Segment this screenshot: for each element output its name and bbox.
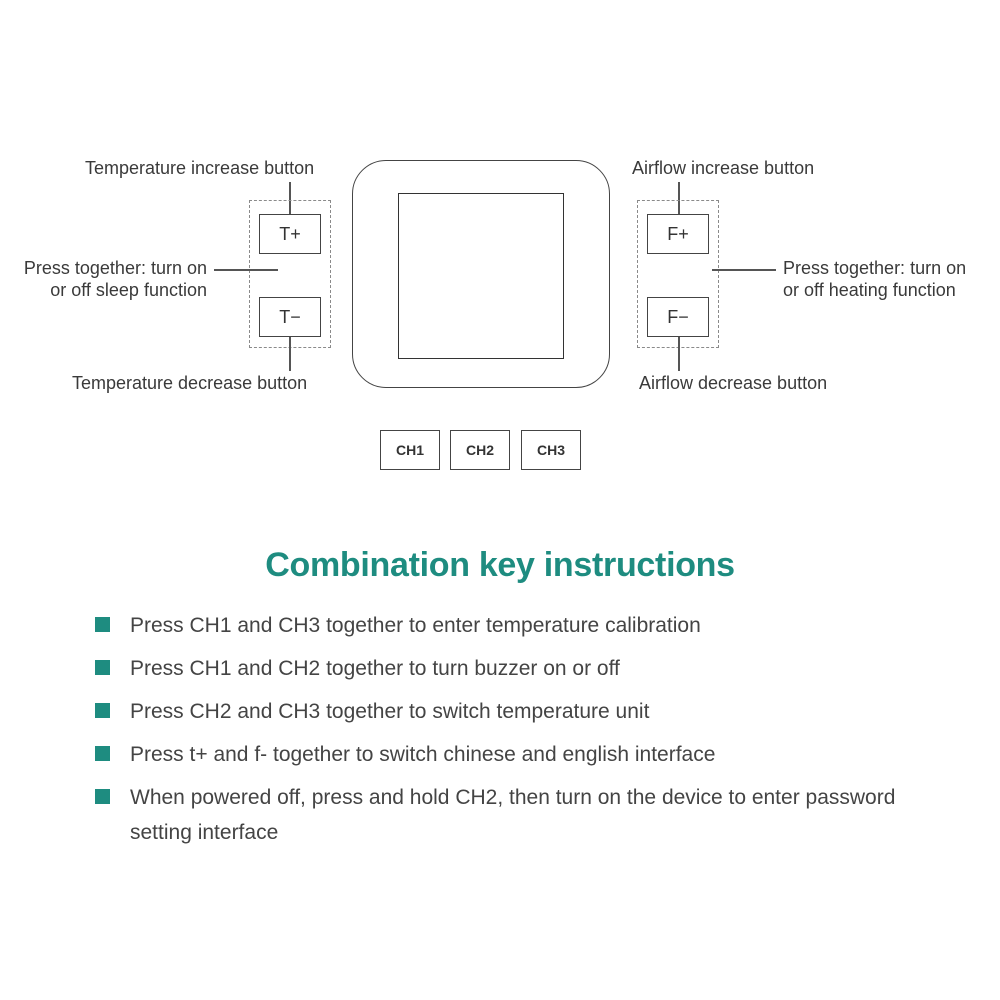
bullet-square-icon (95, 789, 110, 804)
sleep-function-label-line1: Press together: turn on (23, 258, 207, 278)
heating-leader-line (712, 269, 776, 271)
sleep-leader-line (214, 269, 278, 271)
list-item-text: When powered off, press and hold CH2, th… (130, 786, 896, 844)
list-item: When powered off, press and hold CH2, th… (95, 780, 915, 850)
list-item: Press t+ and f- together to switch chine… (95, 737, 915, 772)
sleep-function-label-line2: or off sleep function (50, 280, 207, 300)
f-plus-leader-line (678, 182, 680, 215)
airflow-decrease-label: Airflow decrease button (639, 373, 828, 393)
list-item-text: Press CH1 and CH2 together to turn buzze… (130, 657, 620, 680)
heating-function-label-line2: or off heating function (783, 280, 956, 300)
instructions-list: Press CH1 and CH3 together to enter temp… (95, 608, 915, 858)
list-item: Press CH2 and CH3 together to switch tem… (95, 694, 915, 729)
device-display (398, 193, 564, 359)
bullet-square-icon (95, 703, 110, 718)
airflow-increase-label: Airflow increase button (632, 158, 815, 178)
temperature-increase-label: Temperature increase button (85, 158, 315, 178)
temperature-decrease-label: Temperature decrease button (72, 373, 308, 393)
list-item: Press CH1 and CH2 together to turn buzze… (95, 651, 915, 686)
f-minus-leader-line (678, 337, 680, 371)
ch2-button[interactable]: CH2 (450, 430, 510, 470)
f-minus-button[interactable]: F− (647, 297, 709, 337)
list-item: Press CH1 and CH3 together to enter temp… (95, 608, 915, 643)
f-plus-button[interactable]: F+ (647, 214, 709, 254)
t-minus-leader-line (289, 337, 291, 371)
device-body (352, 160, 610, 388)
list-item-text: Press CH2 and CH3 together to switch tem… (130, 700, 650, 723)
t-minus-button[interactable]: T− (259, 297, 321, 337)
bullet-square-icon (95, 746, 110, 761)
bullet-square-icon (95, 617, 110, 632)
list-item-text: Press CH1 and CH3 together to enter temp… (130, 614, 701, 637)
bullet-square-icon (95, 660, 110, 675)
t-plus-leader-line (289, 182, 291, 215)
t-plus-button[interactable]: T+ (259, 214, 321, 254)
ch1-button[interactable]: CH1 (380, 430, 440, 470)
heating-function-label: Press together: turn on or off heating f… (783, 257, 966, 301)
instructions-title: Combination key instructions (265, 546, 735, 584)
list-item-text: Press t+ and f- together to switch chine… (130, 743, 716, 766)
heating-function-label-line1: Press together: turn on (783, 258, 967, 278)
sleep-function-label: Press together: turn on or off sleep fun… (10, 257, 207, 301)
ch3-button[interactable]: CH3 (521, 430, 581, 470)
